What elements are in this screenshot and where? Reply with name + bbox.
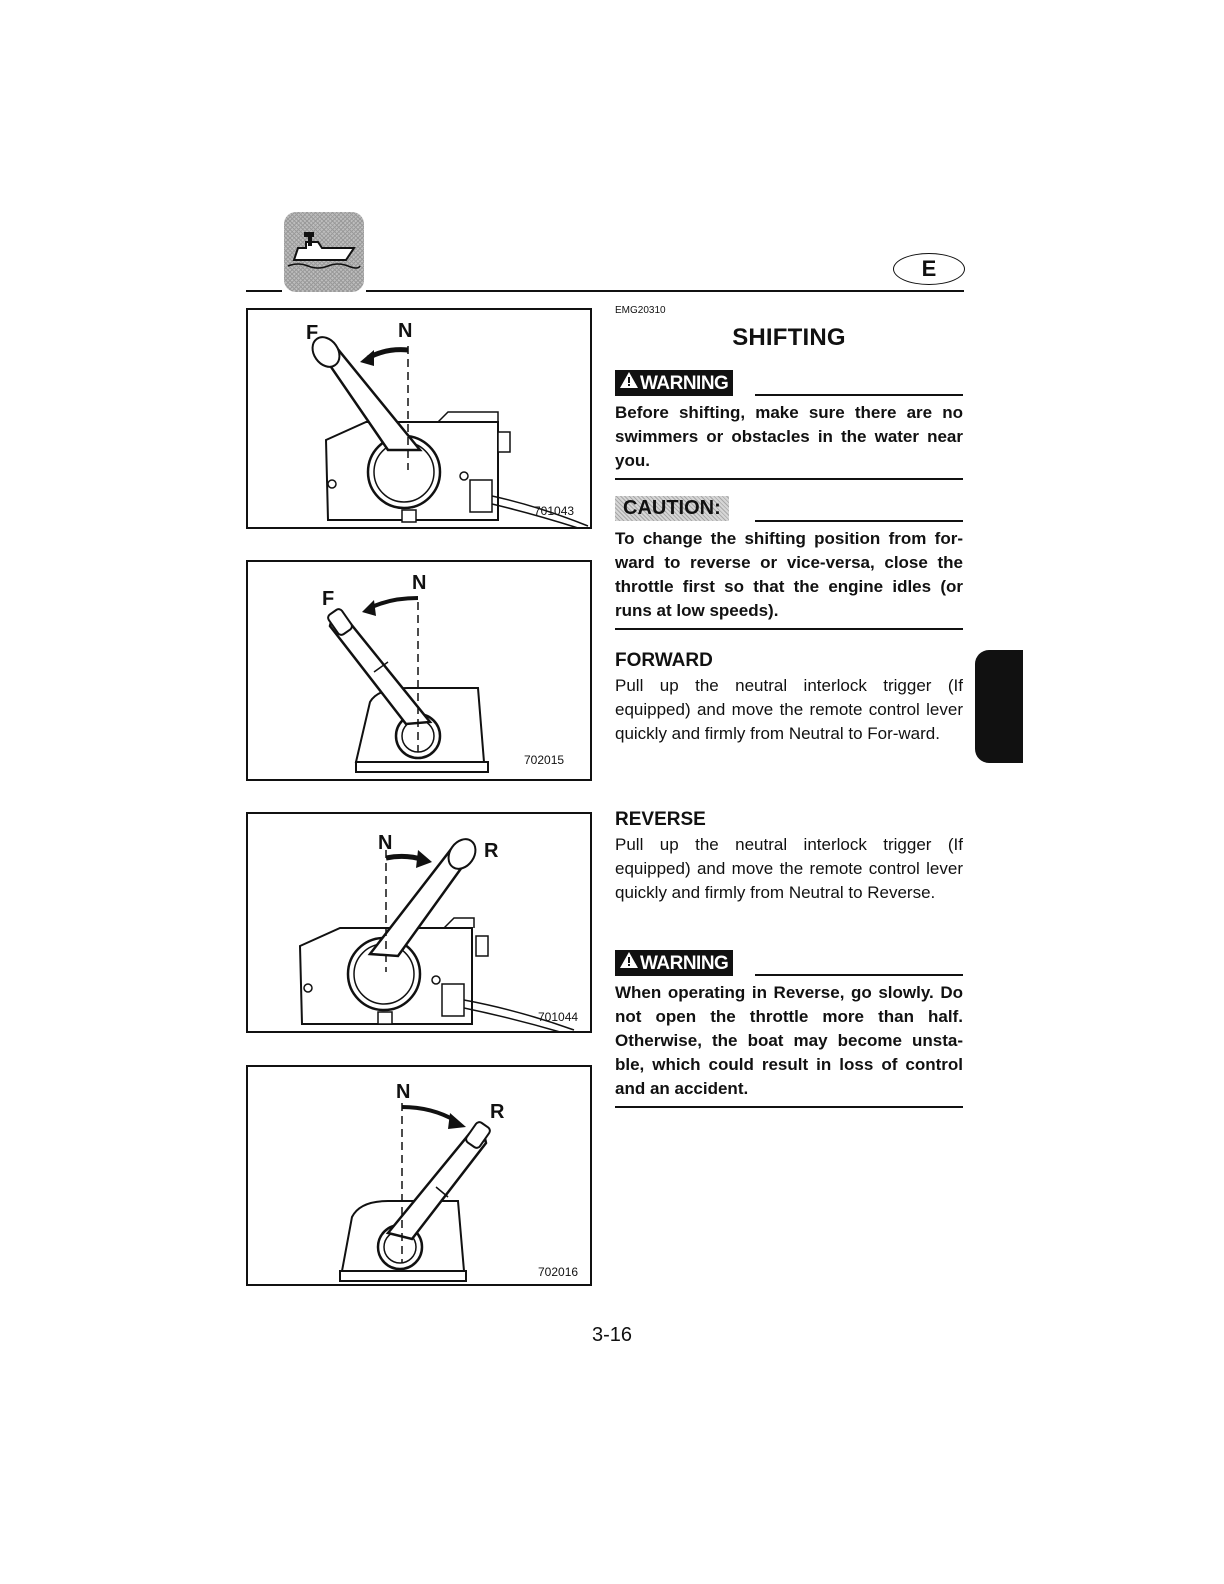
top-mount-control-illustration	[339, 1103, 491, 1282]
warning-triangle-icon	[619, 371, 639, 396]
figure-reverse-top-mount: N R 702016	[246, 1065, 592, 1286]
label-reverse: R	[484, 840, 499, 862]
badge-rule	[755, 520, 963, 522]
warning-badge: WARNING	[615, 370, 734, 396]
label-forward: F	[322, 588, 335, 610]
forward-text: Pull up the neutral interlock trigger (I…	[615, 676, 963, 743]
warning-box-rule	[615, 1106, 963, 1108]
caution-text: To change the shifting position from for…	[615, 529, 963, 620]
label-reverse: R	[490, 1101, 505, 1123]
badge-rule	[755, 394, 963, 396]
chapter-tab	[975, 650, 1023, 763]
figure-code: 701043	[534, 504, 575, 518]
warning-label: WARNING	[640, 373, 729, 394]
warning-text: When operating in Reverse, go slowly. Do…	[615, 983, 963, 1098]
label-neutral: N	[396, 1081, 411, 1103]
reverse-text: Pull up the neutral interlock trigger (I…	[615, 835, 963, 902]
figure-code: 702016	[538, 1265, 579, 1279]
reverse-heading: REVERSE	[615, 809, 706, 830]
figure-code: 701044	[538, 1010, 579, 1024]
figure-forward-top-mount: F N 702015	[246, 560, 592, 781]
boat-icon	[284, 212, 364, 292]
warning-badge: WARNING	[615, 950, 734, 976]
label-neutral: N	[412, 572, 427, 594]
caution-box-rule	[615, 628, 963, 630]
warning-text: Before shifting, make sure there are no …	[615, 403, 963, 470]
warning-box-rule	[615, 478, 963, 480]
header-rule	[366, 290, 964, 292]
warning-label: WARNING	[640, 953, 729, 974]
side-mount-control-illustration	[298, 838, 575, 1033]
label-neutral: N	[378, 832, 393, 854]
warning-triangle-icon	[619, 951, 639, 976]
page-title: SHIFTING	[732, 324, 846, 351]
figure-forward-side-mount: F N 701043	[246, 308, 592, 529]
label-forward: F	[306, 322, 319, 344]
figure-reverse-side-mount: N R 701044	[246, 812, 592, 1033]
side-mount-control-illustration	[311, 336, 589, 529]
header-rule	[246, 290, 282, 292]
label-neutral: N	[398, 320, 413, 342]
forward-heading: FORWARD	[615, 650, 713, 671]
page-number: 3-16	[591, 1324, 633, 1346]
caution-badge: CAUTION:	[615, 496, 729, 521]
figure-code: 702015	[524, 753, 565, 767]
reference-code: EMG20310	[615, 305, 666, 316]
top-mount-control-illustration	[327, 596, 489, 773]
language-badge: E	[893, 253, 965, 285]
badge-rule	[755, 974, 963, 976]
